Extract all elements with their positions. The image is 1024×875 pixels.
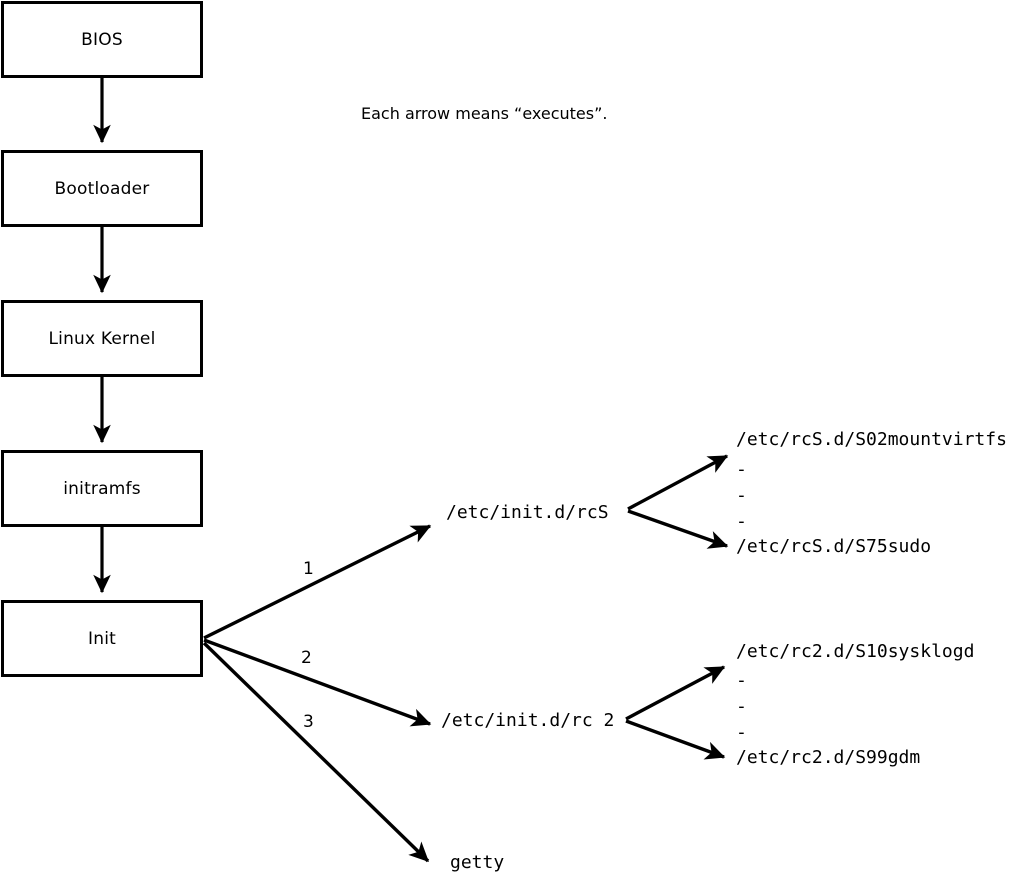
connector-init-to-rc2 (203, 638, 432, 727)
edge-number-1: 1 (303, 559, 314, 579)
script-label-rcs-first[interactable]: /etc/rcS.d/S02mountvirtfs (736, 429, 1007, 450)
target-label-getty[interactable]: getty (450, 852, 505, 873)
connector-init-to-getty (202, 641, 430, 863)
target-label-rcs[interactable]: /etc/init.d/rcS (446, 502, 609, 523)
connector-init-to-rcs (203, 524, 432, 640)
node-bios[interactable]: BIOS (1, 1, 203, 78)
connector-rc2-to-first-script (625, 665, 726, 721)
connector-rc2-to-last-script (625, 719, 726, 760)
arrow-meaning-note: Each arrow means “executes”. (361, 104, 608, 123)
node-bootloader[interactable]: Bootloader (1, 150, 203, 227)
connector-rcs-to-last-script (627, 509, 729, 549)
node-linux-kernel[interactable]: Linux Kernel (1, 300, 203, 377)
script-label-rc2-first[interactable]: /etc/rc2.d/S10sysklogd (736, 641, 975, 662)
rcs-ellipsis-dash-3: - (736, 511, 747, 532)
rc2-ellipsis-dash-2: - (736, 696, 747, 717)
node-linux-kernel-label: Linux Kernel (48, 328, 156, 349)
rcs-ellipsis-dash-1: - (736, 459, 747, 480)
rcs-ellipsis-dash-2: - (736, 485, 747, 506)
rc2-ellipsis-dash-3: - (736, 722, 747, 743)
rc2-ellipsis-dash-1: - (736, 670, 747, 691)
node-initramfs[interactable]: initramfs (1, 450, 203, 527)
edge-number-3: 3 (303, 712, 314, 732)
node-initramfs-label: initramfs (63, 478, 141, 499)
edge-number-2: 2 (301, 648, 312, 668)
node-init[interactable]: Init (1, 600, 203, 677)
node-bootloader-label: Bootloader (54, 178, 150, 199)
node-init-label: Init (88, 628, 116, 649)
node-bios-label: BIOS (81, 29, 123, 50)
script-label-rcs-last[interactable]: /etc/rcS.d/S75sudo (736, 536, 932, 557)
connector-rcs-to-first-script (627, 454, 729, 511)
target-label-rc2[interactable]: /etc/init.d/rc 2 (441, 710, 615, 731)
script-label-rc2-last[interactable]: /etc/rc2.d/S99gdm (736, 747, 921, 768)
